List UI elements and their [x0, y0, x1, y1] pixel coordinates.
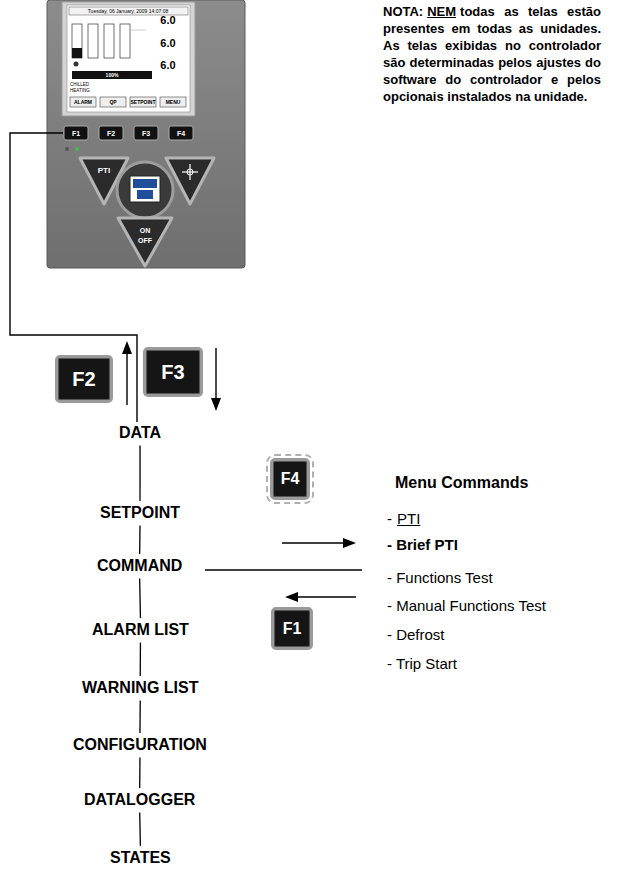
gauge: [104, 24, 114, 58]
menu-label: WARNING LIST: [82, 679, 198, 696]
function-key-label: F2: [107, 130, 115, 137]
key-label: F1: [283, 620, 302, 638]
menu-item: DATA: [117, 421, 163, 445]
menu-label: ALARM LIST: [92, 621, 189, 638]
screen-status: HEATING: [70, 89, 90, 94]
screen-value: 6.0: [160, 15, 175, 26]
gauge: [120, 24, 130, 58]
note-text: NEM: [427, 4, 456, 19]
menu-label: STATES: [110, 849, 171, 866]
soft-button: [100, 97, 126, 107]
function-key-label: F4: [177, 130, 185, 137]
connector-line: [139, 578, 141, 618]
screen-value: 6.0: [160, 38, 175, 49]
branch-line: [205, 569, 362, 570]
gauge-fill: [72, 48, 82, 58]
screen-rule: [130, 30, 146, 31]
key-label: F3: [161, 361, 184, 384]
connector-line: [139, 445, 140, 501]
controller-body: [47, 0, 245, 268]
screen-date: Tuesday, 06 January, 2009 14:07:08: [88, 9, 169, 14]
menu-label: COMMAND: [97, 557, 182, 574]
key-symbol: [187, 169, 193, 175]
key-button: F1: [271, 607, 313, 650]
down-arrow-head: [211, 398, 221, 411]
menu-item: CONFIGURATION: [71, 733, 209, 757]
soft-key-label: ALARM: [74, 100, 92, 105]
pti-key-label: PTI: [98, 167, 110, 175]
list-item: PTI: [397, 511, 420, 526]
logo: [137, 190, 153, 199]
function-key-label: F3: [142, 130, 150, 137]
note-text: todas as telas estão presentes em todas …: [383, 4, 601, 104]
menu-item: COMMAND: [95, 554, 184, 578]
progress-bar: [72, 71, 152, 79]
logo: [130, 176, 160, 202]
left-arrow: [297, 596, 356, 597]
screen-bezel: [62, 2, 195, 116]
connector-line: [140, 642, 142, 676]
gauge: [88, 24, 98, 58]
menu-item: DATALOGGER: [82, 788, 197, 812]
list-item: - Manual Functions Test: [387, 598, 546, 613]
onoff-key-label: ON: [140, 227, 151, 234]
key-button: F4: [270, 458, 310, 500]
down-arrow: [215, 348, 216, 400]
right-arrow: [282, 542, 344, 543]
list-heading: Menu Commands: [395, 475, 528, 491]
key-label: F4: [281, 470, 300, 488]
soft-button: [160, 97, 186, 107]
onoff-key-label: OFF: [138, 237, 152, 244]
menu-label: CONFIGURATION: [73, 736, 207, 753]
function-key: [64, 126, 88, 140]
list-bullet: -: [387, 511, 392, 526]
list-item: - Defrost: [387, 627, 445, 642]
connector-line: [139, 757, 141, 788]
note-block: NOTA: NEMtodas as telas estão presentes e…: [383, 3, 601, 105]
menu-label: DATALOGGER: [84, 791, 195, 808]
soft-key-label: MENU: [166, 100, 181, 105]
screen-value: 6.0: [160, 60, 175, 71]
menu-item: STATES: [108, 846, 173, 870]
screen: [67, 5, 190, 112]
soft-button: [70, 97, 96, 107]
led: [65, 147, 69, 151]
soft-button: [130, 97, 156, 107]
connector-line: [139, 700, 141, 733]
screen-status: CHILLED: [70, 83, 89, 88]
logo-button: [117, 162, 173, 218]
soft-key-label: SETPOINT: [130, 100, 155, 105]
connector-line: [139, 525, 141, 554]
up-arrow-head: [122, 341, 132, 354]
soft-key-label: QP: [109, 100, 116, 105]
screen-percent: 100%: [106, 73, 119, 78]
key-symbol: [182, 171, 198, 172]
onoff-key: [118, 218, 172, 266]
menu-item: WARNING LIST: [80, 676, 200, 700]
key-button: F3: [143, 347, 203, 397]
menu-label: DATA: [119, 424, 161, 441]
note-text: NOTA:: [383, 4, 423, 19]
list-item: - Trip Start: [387, 656, 457, 671]
menu-item: SETPOINT: [98, 501, 182, 525]
list-item: - Functions Test: [387, 570, 493, 585]
fan-icon: [74, 62, 79, 67]
function-key: [134, 126, 158, 140]
gauge: [72, 24, 82, 58]
list-item: - Brief PTI: [387, 537, 458, 552]
up-arrow: [126, 352, 127, 405]
leader-line: [10, 133, 137, 422]
led: [75, 147, 79, 151]
connector-line: [139, 812, 141, 846]
function-key: [99, 126, 123, 140]
right-arrow-head: [343, 538, 356, 548]
menu-label: SETPOINT: [100, 504, 180, 521]
key-label: F2: [72, 368, 95, 391]
logo: [133, 179, 157, 188]
function-key: [169, 126, 193, 140]
function-key-label: F1: [72, 130, 80, 137]
menu-item: ALARM LIST: [90, 618, 191, 642]
left-arrow-head: [285, 592, 298, 602]
key-button: F2: [55, 355, 113, 403]
